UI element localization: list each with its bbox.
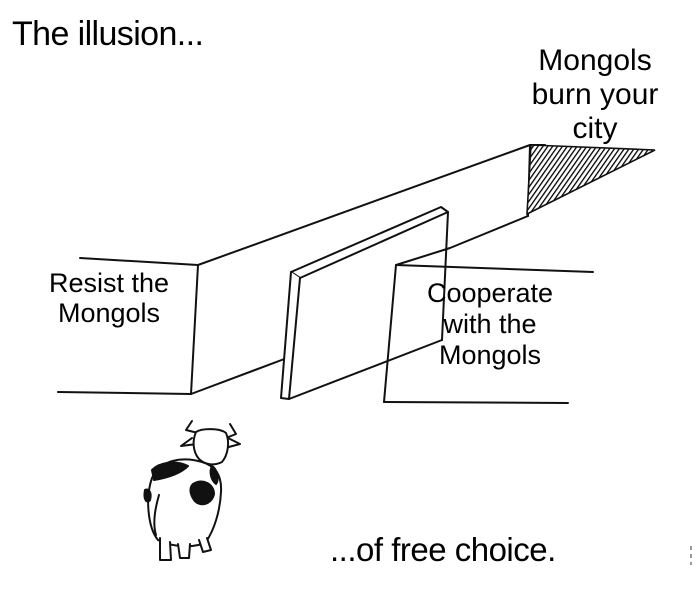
shadow-icon xyxy=(526,144,656,216)
right-wall xyxy=(383,215,594,404)
edge-marks xyxy=(690,546,692,565)
label-burn-your-city: Mongols burn your city xyxy=(531,44,659,145)
label-cooperate: Cooperate with the Mongols xyxy=(426,278,554,370)
bottom-caption: ...of free choice. xyxy=(330,531,556,568)
top-caption: The illusion... xyxy=(12,15,204,53)
label-resist: Resist the Mongols xyxy=(48,268,170,328)
cow-icon xyxy=(143,420,241,561)
center-panel xyxy=(280,206,449,400)
